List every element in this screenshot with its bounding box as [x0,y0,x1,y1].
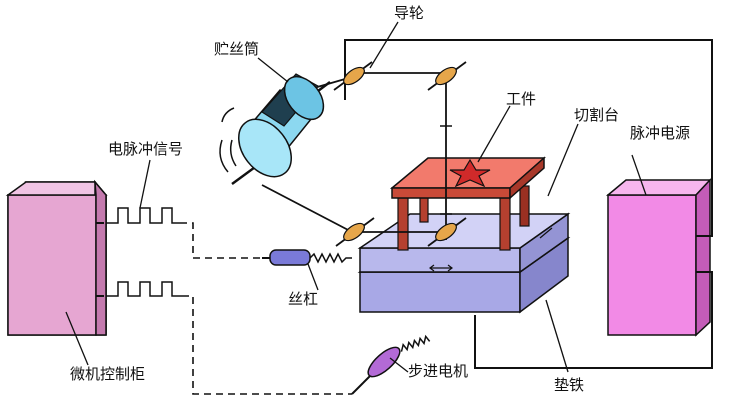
leader-lines [65,21,647,373]
pulse-power-supply [605,178,712,337]
stepper-motor [351,334,431,395]
label-shim-iron: 垫铁 [554,376,585,394]
signal-wires [180,222,352,395]
label-pulse-power: 脉冲电源 [630,124,691,142]
wire-drum [219,73,331,186]
guide-wheel-lower-left [335,217,375,247]
pulse-waveform-lower [103,281,182,297]
base-block [357,212,571,314]
label-lead-screw: 丝杠 [288,290,319,308]
label-micro-cabinet: 微机控制柜 [70,365,146,383]
lead-screw [262,249,352,266]
guide-wheel-upper-left [333,61,373,91]
label-cutting-table: 切割台 [574,106,620,124]
label-wire-drum: 贮丝筒 [214,40,260,58]
label-guide-wheel: 导轮 [394,4,425,22]
guide-wheel-upper-right [427,61,467,91]
guide-wheel-lower-right [427,217,467,247]
label-workpiece: 工件 [506,90,537,108]
label-stepper-motor: 步进电机 [408,362,469,380]
pulse-waveform-upper [103,207,180,224]
micro-cabinet [5,179,108,336]
label-pulse-signal: 电脉冲信号 [108,140,184,158]
workpiece-star [449,158,491,188]
